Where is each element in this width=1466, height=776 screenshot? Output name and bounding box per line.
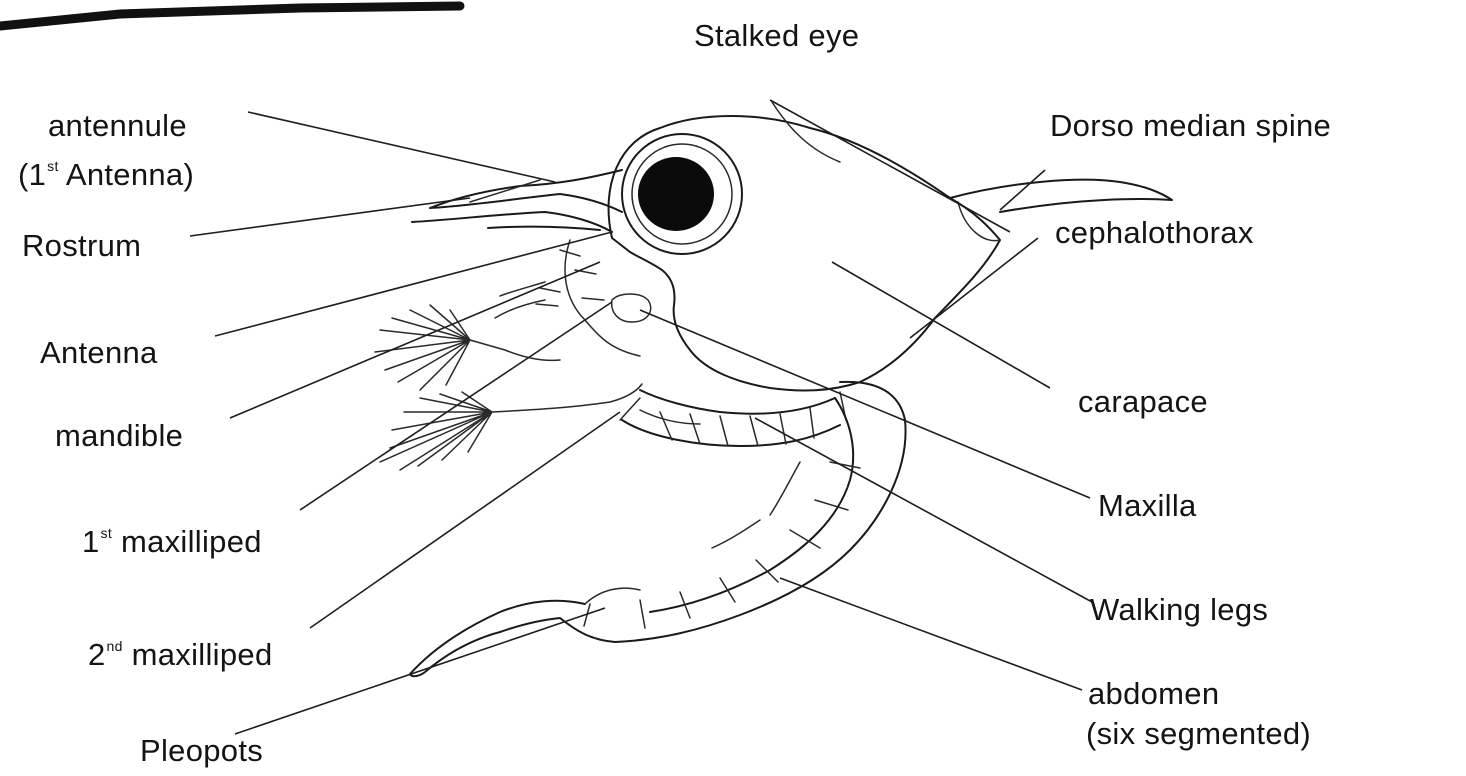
carapace-shape: [609, 116, 1000, 390]
label-walking-legs: Walking legs: [1090, 592, 1268, 628]
label-antennule: antennule: [48, 108, 187, 144]
dorso-median-spine: [950, 180, 1172, 212]
label-abdomen-note: (six segmented): [1086, 716, 1311, 752]
maxilliped-2-sup: nd: [107, 638, 123, 654]
maxilliped-2-text: maxilliped: [123, 637, 273, 672]
antennule-note-suffix: Antenna): [59, 157, 194, 192]
maxilliped-2-num: 2: [88, 637, 106, 672]
maxilliped-1-sup: st: [101, 525, 113, 541]
maxilliped-1-num: 1: [82, 524, 100, 559]
label-carapace: carapace: [1078, 384, 1208, 420]
antennule-note-prefix: (1: [18, 157, 46, 192]
label-maxilliped-1: 1st maxilliped: [82, 515, 262, 560]
label-pleopots: Pleopots: [140, 733, 263, 769]
label-mandible: mandible: [55, 418, 183, 454]
label-abdomen: abdomen: [1088, 676, 1219, 712]
maxilliped-1-text: maxilliped: [112, 524, 262, 559]
label-rostrum: Rostrum: [22, 228, 141, 264]
rostrum-shape: [430, 170, 622, 212]
label-antenna: Antenna: [40, 335, 158, 371]
antennule-note-sup: st: [47, 158, 59, 174]
mandible-setae: [380, 384, 642, 470]
label-stalked-eye: Stalked eye: [694, 18, 859, 54]
stalked-eye: [622, 134, 742, 254]
label-antennule-note: (1st Antenna): [18, 148, 194, 193]
label-dorso-median-spine: Dorso median spine: [1050, 108, 1331, 144]
label-maxilliped-2: 2nd maxilliped: [88, 628, 272, 673]
scan-edge-mark: [0, 6, 460, 26]
label-maxilla: Maxilla: [1098, 488, 1197, 524]
label-cephalothorax: cephalothorax: [1055, 215, 1254, 251]
